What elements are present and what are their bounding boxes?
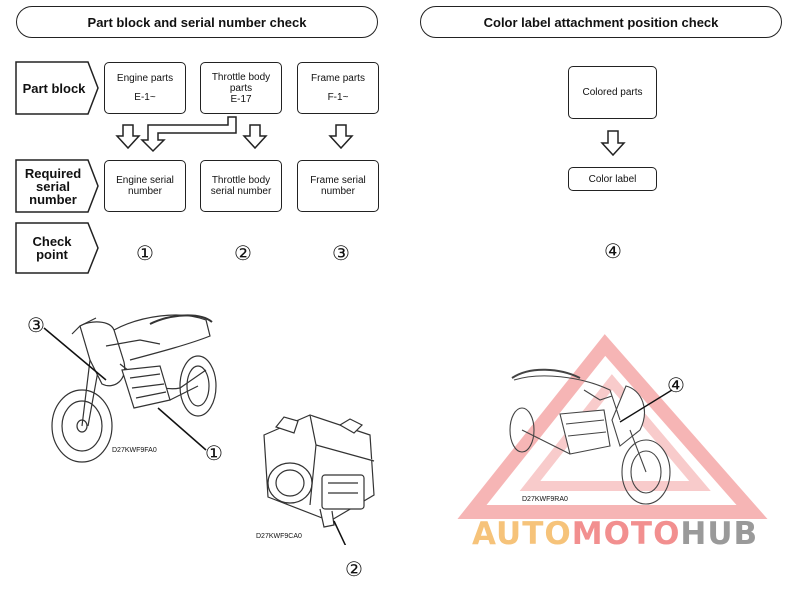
watermark-auto: AUTO — [472, 516, 572, 552]
serial-box-frame: Frame serial number — [297, 160, 379, 212]
colored-parts-box: Colored parts — [568, 66, 657, 119]
row-label-arrow-check — [15, 222, 99, 274]
part-box-frame: Frame parts F-1~ — [297, 62, 379, 114]
part-box-throttle: Throttle body parts E-17 — [200, 62, 282, 114]
motorcycle-illustration-right — [509, 368, 673, 505]
part-name: Frame parts — [311, 73, 365, 84]
serial-box-engine: Engine serial number — [104, 160, 186, 212]
row-label-check-point: Check point — [32, 234, 72, 262]
down-arrow-4 — [600, 130, 626, 157]
sensor-unit — [321, 474, 365, 510]
serial-label: Throttle body serial number — [210, 175, 272, 197]
down-arrow-1 — [115, 124, 141, 150]
seat — [149, 314, 213, 325]
front-wheel — [51, 389, 113, 463]
watermark-hub: HUB — [680, 516, 759, 552]
check-point-1: ① — [136, 241, 154, 265]
seat — [511, 368, 581, 379]
row-label-arrow-part-block — [15, 61, 99, 115]
color-label-text: Color label — [588, 173, 637, 185]
watermark-triangle-outer — [457, 334, 768, 519]
throttle-body-illustration — [263, 414, 375, 545]
caption-motorcycle-left: D27KWF9FA0 — [112, 447, 157, 454]
serial-box-throttle: Throttle body serial number — [200, 160, 282, 212]
watermark-moto: MOTO — [571, 516, 681, 552]
row-label-part-block: Part block — [22, 80, 86, 96]
serial-label: Engine serial number — [116, 175, 174, 197]
caption-motorcycle-right: D27KWF9RA0 — [522, 496, 568, 503]
check-point-2: ② — [234, 241, 252, 265]
rear-wheel — [179, 355, 217, 417]
check-point-4: ④ — [604, 239, 622, 263]
part-code: E-17 — [230, 93, 252, 105]
motorcycle-illustration-left — [43, 314, 217, 463]
callout-4: ④ — [667, 373, 685, 397]
callout-2: ② — [345, 557, 363, 581]
elbow-arrow — [140, 116, 237, 153]
colored-parts-label: Colored parts — [582, 87, 643, 98]
watermark-logo: AUTOMOTOHUB — [472, 516, 758, 552]
part-name: Throttle body parts — [211, 71, 271, 94]
front-wheel — [621, 439, 671, 505]
right-panel-title: Color label attachment position check — [420, 6, 782, 38]
down-arrow-3 — [328, 124, 354, 150]
part-code: F-1~ — [327, 92, 349, 103]
row-label-required-serial: Required serial number — [24, 165, 82, 207]
caption-throttle-body: D27KWF9CA0 — [256, 533, 302, 540]
callout-3: ③ — [27, 313, 45, 337]
callout-1: ① — [205, 441, 223, 465]
rear-wheel — [509, 407, 535, 453]
down-arrow-2 — [242, 124, 268, 150]
part-name: Engine parts — [116, 73, 174, 84]
check-point-3: ③ — [332, 241, 350, 265]
left-panel-title: Part block and serial number check — [16, 6, 378, 38]
serial-label: Frame serial number — [310, 175, 366, 197]
part-box-engine: Engine parts E-1~ — [104, 62, 186, 114]
part-code: E-1~ — [134, 92, 156, 103]
color-label-box: Color label — [568, 167, 657, 191]
engine-block — [121, 365, 171, 409]
fairing — [79, 321, 126, 387]
row-label-arrow-serial — [15, 159, 99, 213]
fairing — [611, 385, 645, 447]
